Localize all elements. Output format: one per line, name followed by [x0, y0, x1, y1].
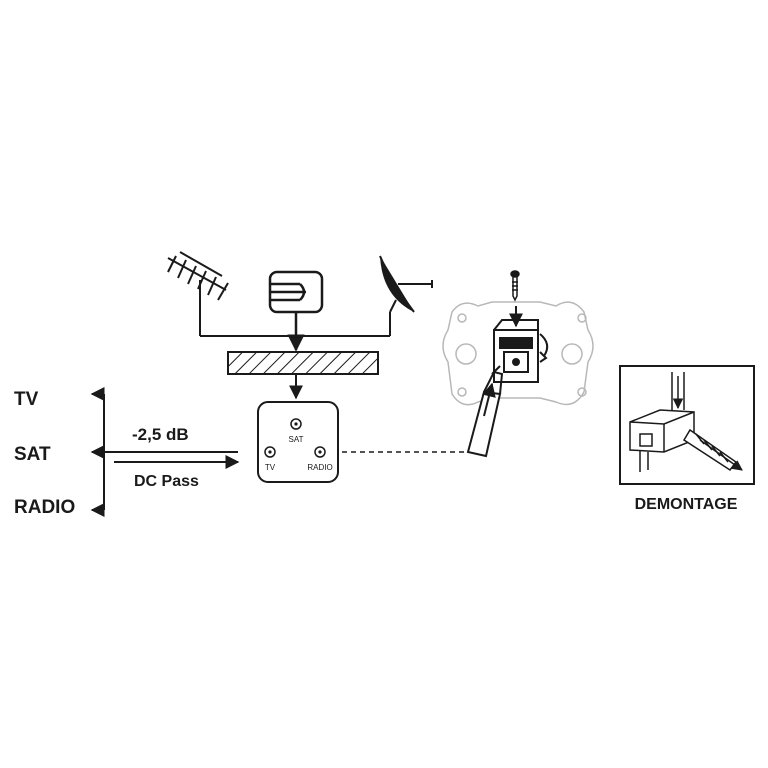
output-label-tv: TV	[14, 389, 39, 410]
loop-antenna-icon	[268, 270, 324, 352]
coax-cable-icon	[466, 365, 504, 458]
socket-label-sat: SAT	[289, 435, 304, 444]
yagi-antenna-icon	[167, 251, 229, 336]
wall-socket-icon	[257, 401, 339, 483]
output-label-sat: SAT	[14, 444, 51, 465]
output-bracket	[90, 387, 240, 517]
socket-label-tv: TV	[265, 463, 276, 472]
dc-pass-label: DC Pass	[134, 473, 199, 490]
socket-frame-outline	[442, 301, 594, 406]
terminal-block-icon	[493, 319, 549, 383]
wall-section	[227, 351, 379, 375]
attenuation-label: -2,5 dB	[132, 425, 189, 444]
output-label-radio: RADIO	[14, 497, 75, 518]
demontage-caption: DEMONTAGE	[635, 496, 738, 513]
demontage-illustration	[629, 372, 743, 472]
screw-icon	[510, 270, 520, 302]
socket-label-radio: RADIO	[307, 463, 332, 472]
satellite-dish-icon	[379, 255, 433, 336]
